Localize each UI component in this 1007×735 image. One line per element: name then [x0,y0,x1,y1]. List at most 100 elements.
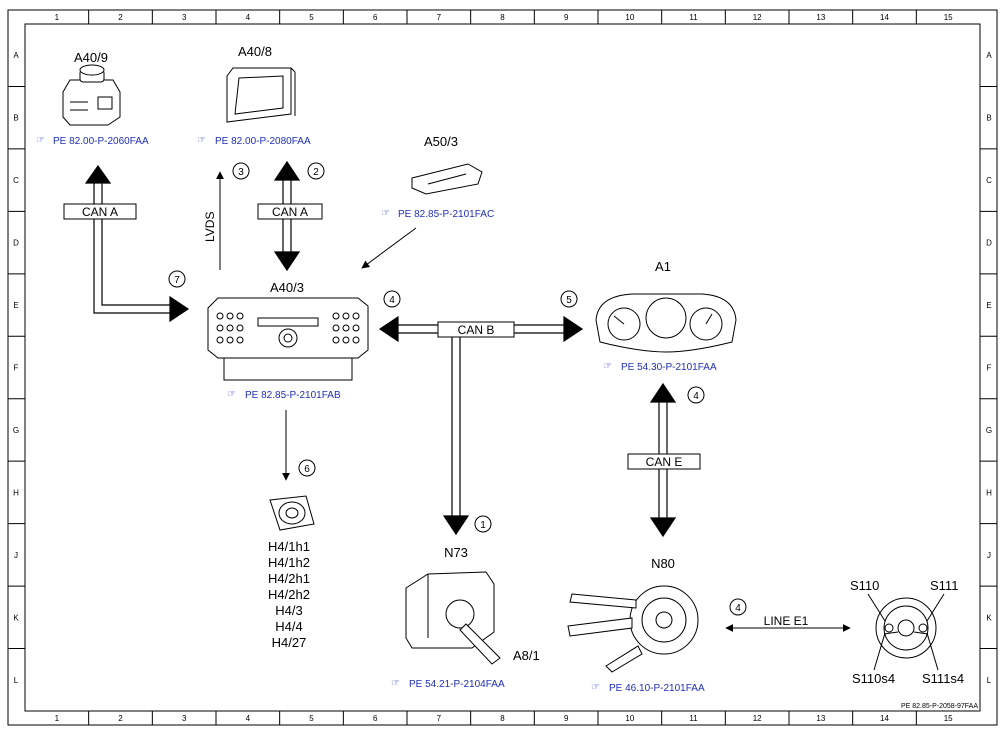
svg-text:7: 7 [174,275,180,286]
grid-column-label: 9 [564,714,569,723]
grid-row-label: C [13,176,19,185]
s110s4-label: S110s4 [852,671,895,686]
document-id: PE 82.85-P-2058-97FAA [901,703,978,710]
svg-text:4: 4 [389,295,395,306]
a50-3-link [361,227,417,269]
n80-ref-link[interactable]: PE 46.10-P-2101FAA [609,683,705,694]
grid-column-label: 13 [816,714,825,723]
grid-row-label: G [13,426,19,435]
a40-9-controller-icon [62,64,121,126]
s111s4-label: S111s4 [922,671,964,686]
grid-column-label: 7 [437,714,442,723]
svg-text:5: 5 [566,295,572,306]
a50-3-label: A50/3 [424,134,458,149]
grid-row-label: C [986,176,992,185]
grid-column-label: 7 [437,13,442,22]
grid-column-label: 11 [689,714,698,723]
grid-row-label: A [13,51,19,60]
a1-ref-icon: ☞ [603,361,612,372]
marker: 4 [687,386,705,404]
can-a-left-label: CAN A [82,205,118,219]
svg-text:2: 2 [313,167,319,178]
a40-3-ref-icon: ☞ [227,389,236,400]
grid-column-labels: 1122334455667788991010111112121313141415… [55,10,953,725]
marker: 4 [383,290,401,308]
grid-row-label: G [986,426,992,435]
speaker-item: H4/27 [272,635,307,650]
grid-column-label: 6 [373,13,378,22]
grid-column-label: 13 [816,13,825,22]
svg-text:3: 3 [238,167,244,178]
grid-column-label: 14 [880,714,889,723]
grid-row-label: D [986,239,992,248]
s110-label: S110 [850,578,879,593]
grid-column-label: 10 [625,714,634,723]
a40-8-label: A40/8 [238,44,272,59]
a40-8-ref-link[interactable]: PE 82.00-P-2080FAA [215,136,311,147]
speaker-item: H4/2h2 [268,587,310,602]
can-a-left-connection [84,164,190,323]
a40-9-label: A40/9 [74,50,108,65]
n73-label: N73 [444,545,468,560]
grid-row-label: K [13,613,19,622]
svg-text:4: 4 [735,603,741,614]
can-e-box [627,453,701,470]
can-b-label: CAN B [458,323,495,337]
n73-ref-icon: ☞ [391,678,400,689]
grid-column-label: 11 [689,13,698,22]
a40-3-ref-link[interactable]: PE 82.85-P-2101FAB [245,390,341,401]
line-e1-label: LINE E1 [764,614,809,628]
grid-row-label: F [14,364,19,373]
grid-column-label: 12 [753,714,762,723]
n73-ref-link[interactable]: PE 54.21-P-2104FAA [409,679,505,690]
marker: 6 [298,459,316,477]
a1-label: A1 [655,259,671,274]
grid-row-label: H [13,488,19,497]
s111-label: S111 [930,578,958,593]
steering-wheel-icon [875,597,937,659]
grid-row-label: J [987,551,991,560]
grid-column-label: 15 [944,714,953,723]
a40-9-ref-link[interactable]: PE 82.00-P-2060FAA [53,136,149,147]
marker: 3 [232,162,250,180]
grid-column-label: 3 [182,13,187,22]
n80-label: N80 [651,556,675,571]
marker: 7 [168,270,186,288]
grid-column-label: 1 [55,714,60,723]
a50-3-ref-link[interactable]: PE 82.85-P-2101FAC [398,209,494,220]
grid-row-label: E [986,301,991,310]
svg-text:1: 1 [480,520,486,531]
speaker-item: H4/2h1 [268,571,310,586]
grid-column-label: 4 [246,714,251,723]
grid-column-label: 5 [309,13,314,22]
grid-row-label: J [14,551,18,560]
speaker-item: H4/1h2 [268,555,310,570]
grid-column-label: 6 [373,714,378,723]
a1-ref-link[interactable]: PE 54.30-P-2101FAA [621,362,717,373]
grid-row-label: B [13,114,18,123]
a40-8-display-icon [226,67,296,123]
speaker-list: H4/1h1 H4/1h2 H4/2h1 H4/2h2 H4/3 H4/4 H4… [268,539,310,650]
grid-row-label: L [987,676,992,685]
marker: 1 [474,515,492,533]
n80-steering-column-module-icon [567,585,699,673]
speaker-item: H4/3 [275,603,302,618]
n80-ref-icon: ☞ [591,682,600,693]
a50-3-key-icon [411,163,483,195]
grid-row-label: D [13,239,19,248]
grid-column-label: 8 [500,13,505,22]
grid-column-label: 14 [880,13,889,22]
a40-8-ref-icon: ☞ [197,135,206,146]
grid-column-label: 15 [944,13,953,22]
speaker-item: H4/1h1 [268,539,310,554]
grid-column-label: 12 [753,13,762,22]
grid-column-label: 4 [246,13,251,22]
grid-row-label: E [13,301,18,310]
grid-row-label: F [987,364,992,373]
grid-column-label: 5 [309,714,314,723]
grid-column-label: 2 [118,13,123,22]
grid-column-label: 2 [118,714,123,723]
can-e-label: CAN E [646,455,683,469]
can-a-right-box [257,203,323,220]
